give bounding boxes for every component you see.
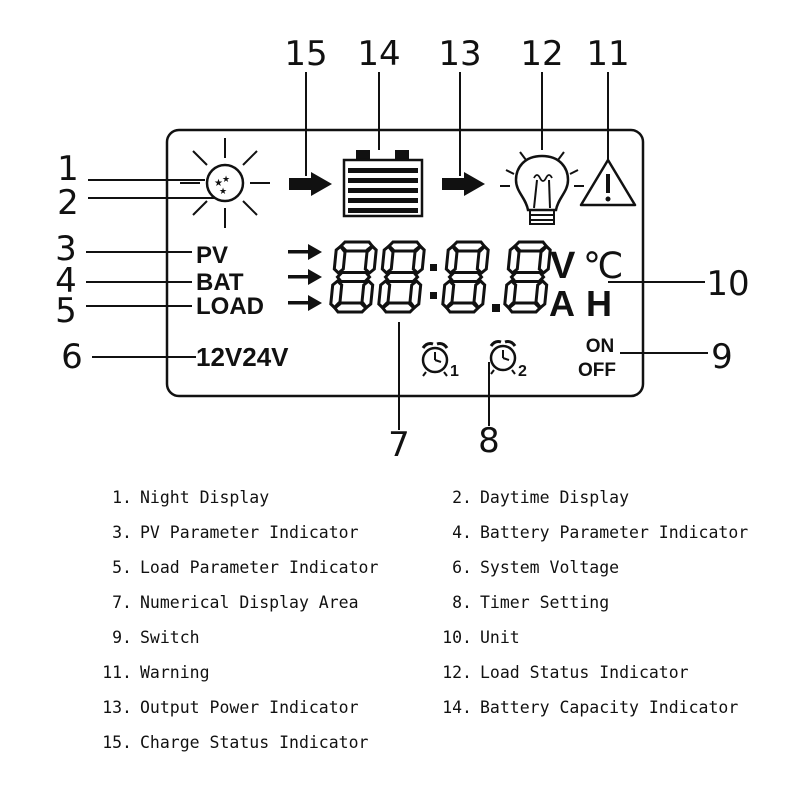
timer1-index: 1 <box>450 363 459 380</box>
timer2-index: 2 <box>518 363 527 380</box>
system-voltage-label: 12V24V <box>196 342 289 372</box>
legend-item: 7.Numerical Display Area <box>112 593 359 612</box>
digit-segment <box>332 243 347 276</box>
callout-15: 15 <box>284 34 327 74</box>
arrow-right-icon <box>442 172 485 196</box>
star-icon: ★ <box>214 178 223 189</box>
unit-h: H <box>586 283 612 324</box>
legend-item: 9.Switch <box>112 628 200 647</box>
digit-segment <box>335 271 372 283</box>
callout-8: 8 <box>478 421 500 461</box>
digit-segment <box>506 243 521 276</box>
digit-segment <box>441 278 456 311</box>
digit-segment <box>360 278 375 311</box>
battery-icon <box>342 150 424 218</box>
load-label: LOAD <box>196 293 264 320</box>
lcd-diagram: 1 2 3 4 5 6 7 8 9 10 11 12 13 14 15 <box>55 34 749 465</box>
numerical-display <box>329 240 552 314</box>
callout-4: 4 <box>55 261 77 301</box>
callout-2: 2 <box>57 183 79 223</box>
arrow-right-icon <box>288 244 322 260</box>
bulb-icon <box>500 151 584 225</box>
callout-11: 11 <box>586 34 629 74</box>
callout-12: 12 <box>520 34 563 74</box>
alarm-clock-icon <box>489 340 517 375</box>
digit-colon <box>430 264 437 271</box>
lcd-panel <box>165 128 645 398</box>
digit-segment <box>383 271 420 283</box>
legend-item: 5.Load Parameter Indicator <box>112 558 379 577</box>
arrow-right-icon <box>288 295 322 311</box>
sun-icon <box>180 138 270 228</box>
warning-icon <box>579 158 637 207</box>
bat-label: BAT <box>196 269 244 296</box>
unit-a: A <box>549 283 575 324</box>
moon-icon: ★ ★ ★ <box>214 167 243 201</box>
unit-v: V <box>550 245 576 287</box>
switch-off-label: OFF <box>578 360 616 381</box>
callout-9: 9 <box>711 337 733 377</box>
digit-segment <box>380 243 395 276</box>
legend-item: 15.Charge Status Indicator <box>102 733 369 752</box>
legend: 1.Night Display 2.Daytime Display 3.PV P… <box>0 488 800 778</box>
digit-segment <box>408 278 423 311</box>
digit-colon <box>430 292 437 299</box>
digit-segment <box>444 243 459 276</box>
legend-item: 10.Unit <box>442 628 520 647</box>
legend-item: 3.PV Parameter Indicator <box>112 523 359 542</box>
legend-item: 4.Battery Parameter Indicator <box>452 523 749 542</box>
legend-item: 11.Warning <box>102 663 210 682</box>
callout-1: 1 <box>57 149 79 189</box>
alarm-clock-icon <box>421 342 449 377</box>
callout-13: 13 <box>438 34 481 74</box>
digit-segment <box>411 243 426 276</box>
digit-segment <box>509 271 546 283</box>
callout-3: 3 <box>55 229 77 269</box>
legend-item: 12.Load Status Indicator <box>442 663 689 682</box>
digit-segment <box>475 243 490 276</box>
digit-segment <box>329 278 344 311</box>
callout-14: 14 <box>357 34 400 74</box>
digit-segment <box>503 278 518 311</box>
legend-item: 8.Timer Setting <box>452 593 610 612</box>
callout-5: 5 <box>55 291 77 331</box>
legend-item: 6.System Voltage <box>452 558 620 577</box>
legend-item: 14.Battery Capacity Indicator <box>442 698 739 717</box>
digit-segment <box>377 278 392 311</box>
legend-item: 1.Night Display <box>112 488 270 507</box>
star-icon: ★ <box>222 175 230 185</box>
digit-segment <box>363 243 378 276</box>
legend-item: 2.Daytime Display <box>452 488 630 507</box>
arrow-right-icon <box>289 172 332 196</box>
star-icon: ★ <box>219 187 227 197</box>
switch-on-label: ON <box>586 336 615 357</box>
callout-10: 10 <box>706 264 749 304</box>
digit-segment <box>534 278 549 311</box>
arrow-right-icon <box>288 269 322 285</box>
callout-6: 6 <box>61 337 83 377</box>
leader-lines <box>86 72 708 430</box>
pv-label: PV <box>196 242 228 269</box>
digit-segment <box>537 243 552 276</box>
callout-7: 7 <box>388 425 410 465</box>
digit-segment <box>447 271 484 283</box>
digit-segment <box>472 278 487 311</box>
legend-item: 13.Output Power Indicator <box>102 698 359 717</box>
digit-decimal-point <box>492 304 500 312</box>
unit-celsius: ℃ <box>583 246 623 287</box>
